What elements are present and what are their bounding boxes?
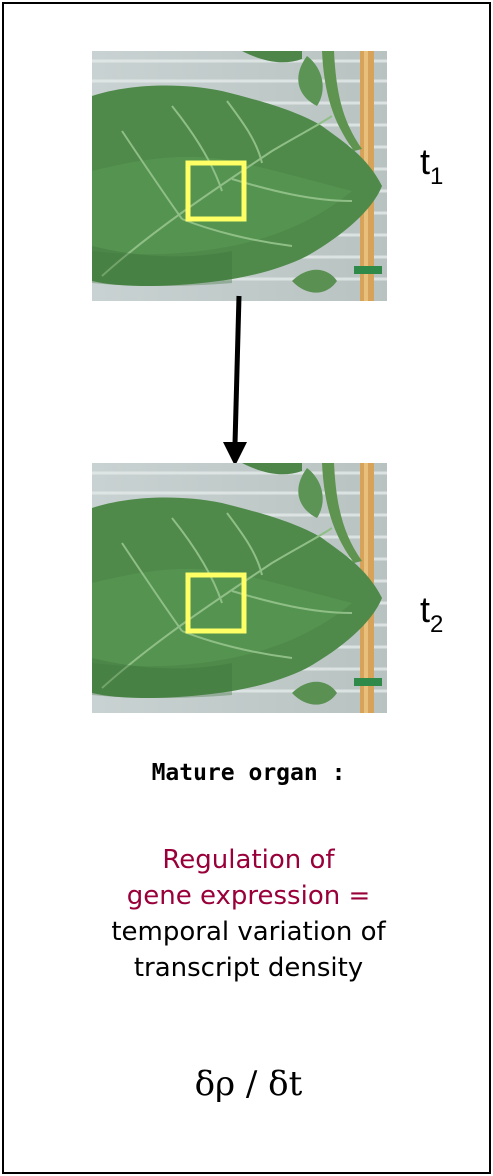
leaf-photo-icon <box>92 463 387 713</box>
time-label-t1-base: t <box>420 141 430 182</box>
caption-title: Mature organ : <box>4 760 493 788</box>
time-label-t2: t2 <box>420 592 443 637</box>
caption-regulation: Regulation of gene expression = <box>4 842 493 914</box>
leaf-photo-t1 <box>92 51 387 301</box>
caption-variation-line-1: temporal variation of <box>4 914 493 950</box>
time-label-t1-sub: 1 <box>430 163 443 190</box>
caption-formula: δρ / δt <box>4 1064 493 1105</box>
caption-regulation-line-1: Regulation of <box>4 842 493 878</box>
down-arrow-icon <box>219 294 259 474</box>
caption-variation-line-2: transcript density <box>4 950 493 986</box>
time-label-t2-base: t <box>420 589 430 630</box>
time-label-t1: t1 <box>420 144 443 189</box>
leaf-photo-icon <box>92 51 387 301</box>
time-label-t2-sub: 2 <box>430 611 443 638</box>
leaf-photo-t2 <box>92 463 387 713</box>
caption-variation: temporal variation of transcript density <box>4 914 493 986</box>
caption-regulation-line-2: gene expression = <box>4 878 493 914</box>
